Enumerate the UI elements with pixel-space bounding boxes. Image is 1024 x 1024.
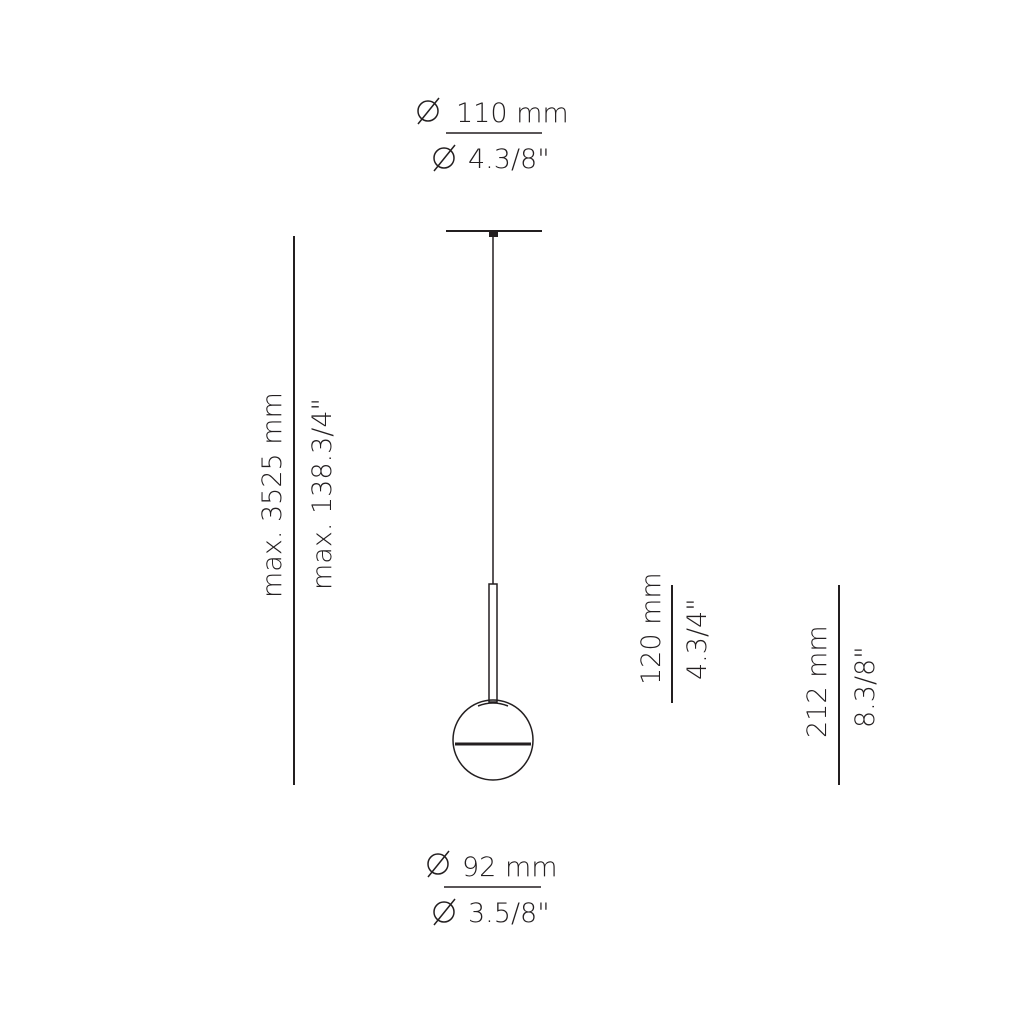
fixture-height-metric: 212 mm [802, 625, 833, 738]
cable-grip [489, 231, 498, 237]
glass-globe [452, 699, 534, 781]
canopy-diameter-imperial: 4.3/8" [468, 144, 550, 175]
diameter-symbol-icon [433, 144, 456, 172]
shade-cap [477, 702, 509, 707]
neck-height-imperial: 4.3/4" [682, 598, 713, 680]
diameter-symbol-icon [427, 850, 450, 878]
diameter-symbol-icon [417, 97, 440, 125]
globe-diameter-metric: 92 mm [462, 852, 558, 883]
globe-diameter-annotation: 92 mm 3.5/8" [427, 850, 558, 929]
diameter-symbol-icon [433, 898, 456, 926]
lamp-neck [488, 583, 498, 703]
fixture-height-annotation: 212 mm 8.3/8" [802, 585, 881, 785]
pendant-lamp-illustration [446, 230, 542, 781]
total-height-annotation: max. 3525 mm max. 138.3/4" [257, 236, 338, 785]
canopy-diameter-annotation: 110 mm 4.3/8" [417, 97, 569, 175]
fixture-height-imperial: 8.3/8" [850, 646, 881, 728]
neck-height-annotation: 120 mm 4.3/4" [636, 572, 713, 703]
total-height-imperial: max. 138.3/4" [307, 398, 338, 590]
globe-diameter-imperial: 3.5/8" [468, 898, 550, 929]
neck-height-metric: 120 mm [636, 572, 667, 685]
total-height-metric: max. 3525 mm [257, 392, 288, 598]
canopy-diameter-metric: 110 mm [456, 98, 569, 129]
